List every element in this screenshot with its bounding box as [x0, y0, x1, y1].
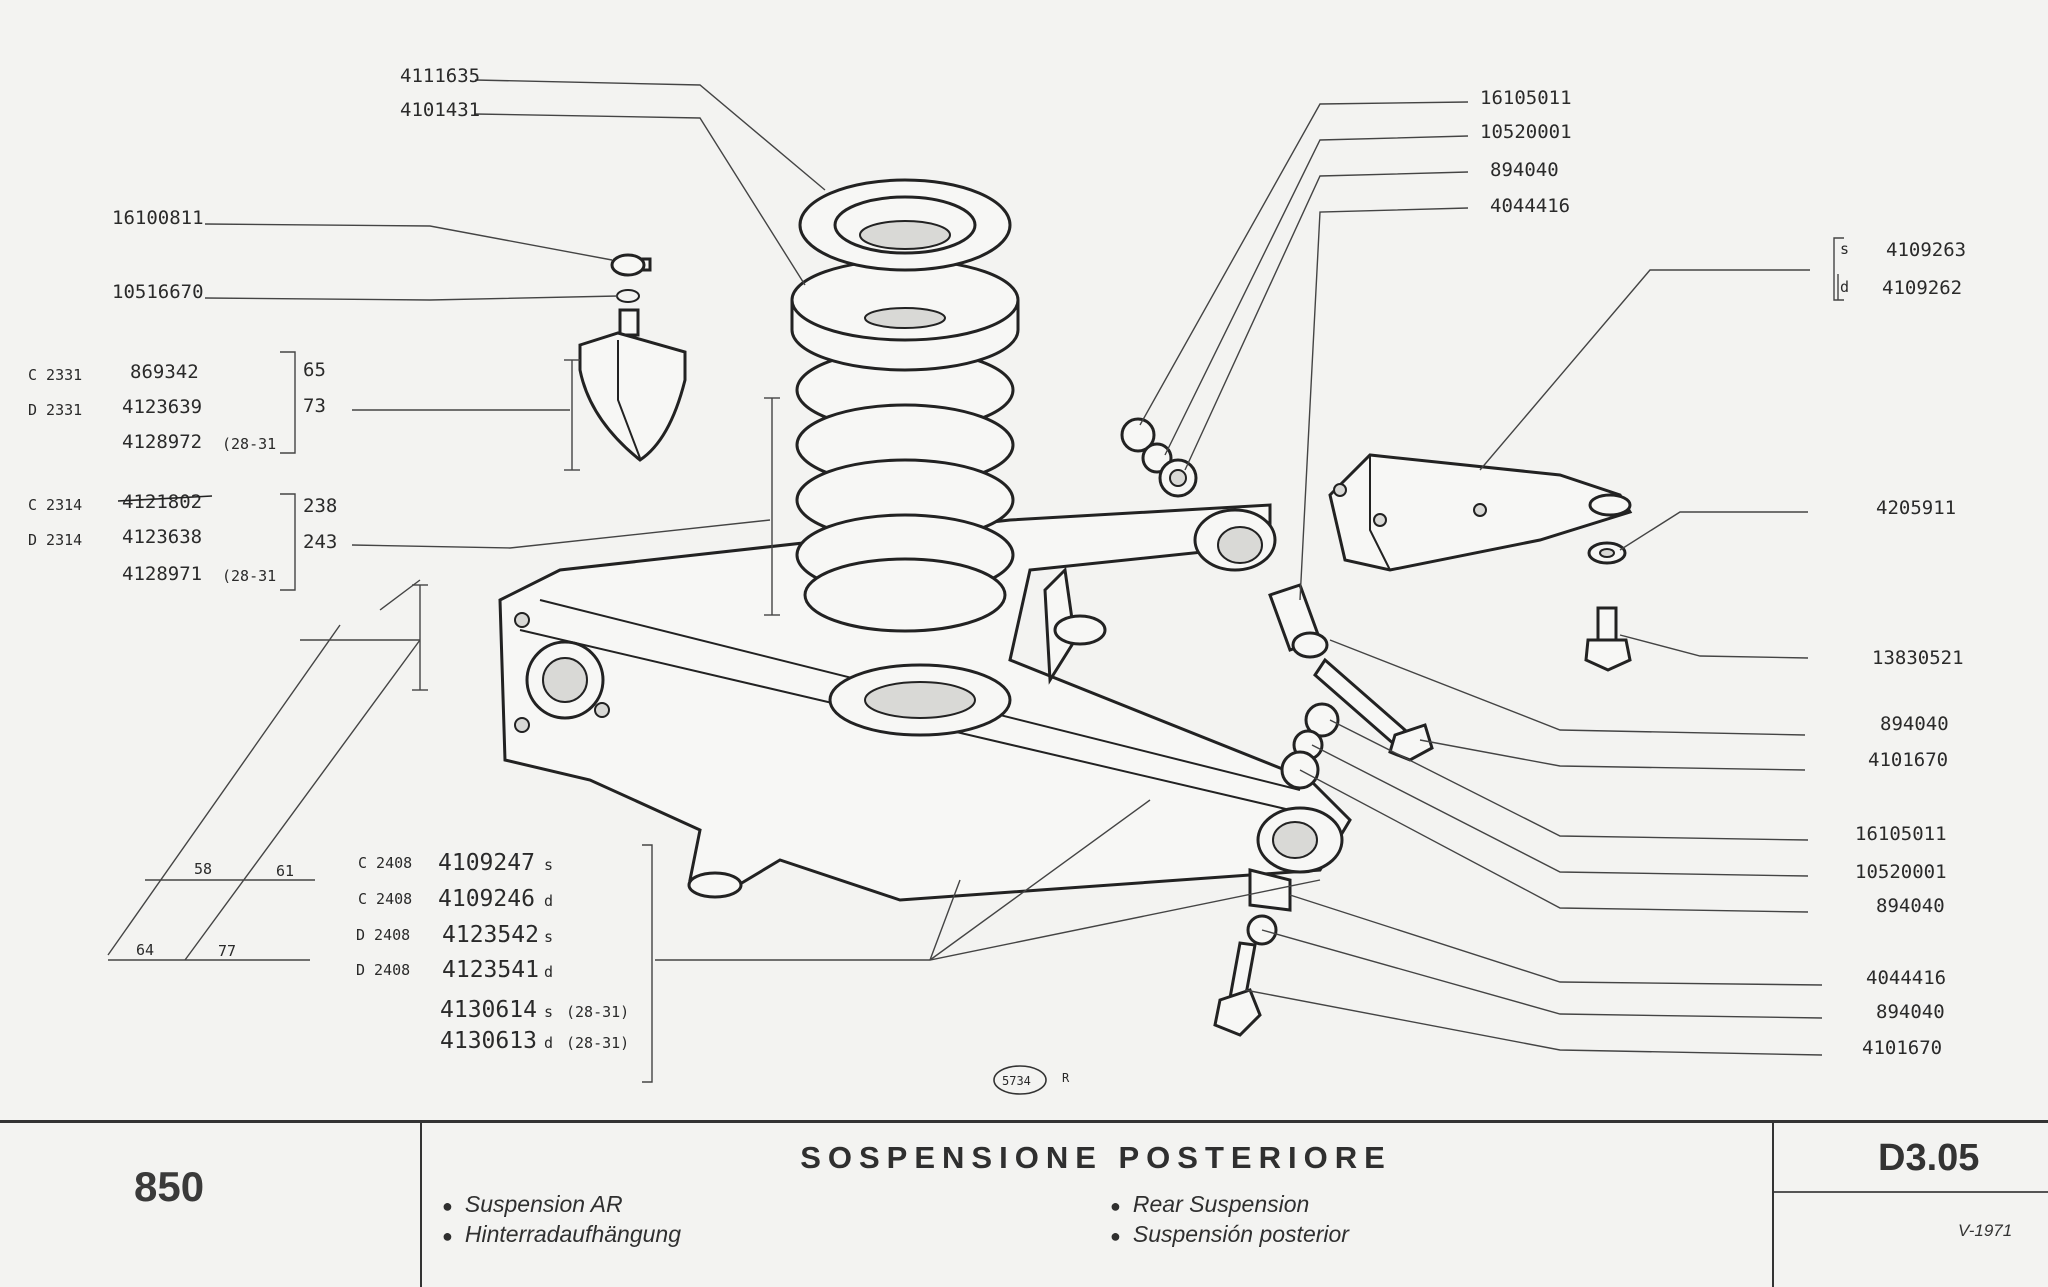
arm-row3-part: 4123542	[442, 922, 539, 948]
figure-suffix: R	[1062, 1071, 1070, 1085]
hardware-upper-right	[1120, 417, 1434, 762]
bracket-d-tag: d	[1840, 278, 1849, 296]
dimension-lines	[107, 359, 780, 961]
bump-dim-2: 73	[303, 395, 326, 417]
arm-row2-model: C 2408	[358, 890, 412, 908]
subtitle-en: ● Rear Suspension	[1110, 1191, 1309, 1218]
bump-row3-part: 4128972	[122, 431, 202, 453]
subtitle-de-text: Hinterradaufhängung	[464, 1221, 681, 1247]
bump-row1-part: 869342	[130, 361, 199, 383]
spring-row2-part: 4123638	[122, 526, 202, 548]
bullet-icon: ●	[442, 1196, 453, 1216]
label-low-bush2: 894040	[1876, 1001, 1945, 1023]
model-number: 850	[134, 1163, 205, 1210]
label-right-bolt-top: 4044416	[1490, 195, 1570, 217]
mounting-bracket	[1328, 453, 1633, 572]
reference-code: D3.05	[1878, 1137, 1980, 1179]
label-mid-bolt: 4101670	[1868, 749, 1948, 771]
label-low-bolt2: 4101670	[1862, 1037, 1942, 1059]
reference-divider	[1774, 1191, 2048, 1193]
subtitle-fr: ● Suspension AR	[442, 1191, 623, 1218]
exploded-diagram: 4111635 4101431 16100811 10516670 C 2331…	[28, 65, 1966, 1095]
spring-dim-1: 238	[303, 495, 337, 517]
label-small-screw: 13830521	[1872, 647, 1964, 669]
bracket-s-tag: s	[1840, 240, 1849, 258]
label-low-nut: 16105011	[1855, 823, 1947, 845]
label-bracket-d: 4109262	[1882, 277, 1962, 299]
label-right-bush-top: 894040	[1490, 159, 1559, 181]
suspension-arm	[498, 503, 1352, 902]
figure-code: 5734	[1002, 1074, 1031, 1088]
bump-row3-note: (28-31	[222, 435, 276, 453]
spring-row1-model: C 2314	[28, 496, 82, 514]
bump-row2-model: D 2331	[28, 401, 82, 419]
bump-row2-part: 4123639	[122, 396, 202, 418]
section-title: SOSPENSIONE POSTERIORE	[800, 1140, 1392, 1175]
title-cell: SOSPENSIONE POSTERIORE ● Suspension AR ● H…	[420, 1123, 1772, 1287]
title-block: 850 SOSPENSIONE POSTERIORE ● Suspension A…	[0, 1120, 2048, 1287]
subtitle-de: ● Hinterradaufhängung	[442, 1221, 681, 1248]
spring-seat	[790, 258, 1020, 372]
label-low-bush: 894040	[1876, 895, 1945, 917]
bump-dim-1: 65	[303, 359, 326, 381]
arm-row5-side: s	[544, 1003, 553, 1021]
label-bump-nut: 16100811	[112, 207, 204, 229]
spring-row3-note: (28-31	[222, 567, 276, 585]
bump-row1-model: C 2331	[28, 366, 82, 384]
spring-row1-part: 4121802	[122, 491, 202, 513]
arm-row5-part: 4130614	[440, 997, 537, 1023]
arm-row4-side: d	[544, 963, 553, 981]
coil-spring	[795, 348, 1015, 633]
arm-row3-model: D 2408	[356, 926, 410, 944]
bump-stop	[578, 253, 687, 462]
label-small-washer: 4205911	[1876, 497, 1956, 519]
arm-table: C 2408 4109247 s C 2408 4109246 d D 2408…	[356, 850, 629, 1054]
figure-code-oval	[993, 1065, 1047, 1095]
arm-row2-side: d	[544, 892, 553, 910]
label-spring-seat-lower: 4101431	[400, 99, 480, 121]
small-hardware	[1584, 541, 1632, 672]
arm-row5-note: (28-31)	[566, 1003, 629, 1021]
arm-row4-part: 4123541	[442, 957, 539, 983]
spring-dim-2: 243	[303, 531, 337, 553]
arm-row1-part: 4109247	[438, 850, 535, 876]
label-bump-washer: 10516670	[112, 281, 204, 303]
arm-row1-model: C 2408	[358, 854, 412, 872]
arm-dim-a: 58	[194, 860, 212, 878]
label-low-bolt: 4044416	[1866, 967, 1946, 989]
arm-row6-note: (28-31)	[566, 1034, 629, 1052]
spring-pad	[798, 178, 1012, 272]
spring-row3-part: 4128971	[122, 563, 202, 585]
arm-dim-d: 77	[218, 942, 236, 960]
arm-dim-b: 61	[276, 862, 294, 880]
table-brackets	[280, 237, 1844, 1083]
label-mid-bush: 894040	[1880, 713, 1949, 735]
arm-row6-part: 4130613	[440, 1028, 537, 1054]
label-low-washer: 10520001	[1855, 861, 1947, 883]
label-bracket-s: 4109263	[1886, 239, 1966, 261]
subtitle-en-text: Rear Suspension	[1132, 1191, 1310, 1217]
spring-row1-strike	[117, 495, 213, 502]
subtitle-es: ● Suspensión posterior	[1110, 1221, 1349, 1248]
model-cell: 850	[0, 1123, 422, 1287]
arm-row6-side: d	[544, 1034, 553, 1052]
arm-row3-side: s	[544, 928, 553, 946]
bullet-icon: ●	[1110, 1226, 1121, 1246]
reference-cell: D3.05 V-1971	[1772, 1123, 2048, 1287]
label-spring-seat-upper: 4111635	[400, 65, 480, 87]
spring-row2-model: D 2314	[28, 531, 82, 549]
leader-lines	[204, 79, 1839, 1056]
arm-dim-c: 64	[136, 941, 154, 959]
bullet-icon: ●	[1110, 1196, 1121, 1216]
arm-row1-side: s	[544, 856, 553, 874]
subtitle-fr-text: Suspension AR	[464, 1191, 623, 1217]
arm-row4-model: D 2408	[356, 961, 410, 979]
subtitle-es-text: Suspensión posterior	[1132, 1221, 1349, 1247]
bullet-icon: ●	[442, 1226, 453, 1246]
reference-date: V-1971	[1958, 1221, 2013, 1240]
label-right-nut-top: 16105011	[1480, 87, 1572, 109]
label-right-washer-top: 10520001	[1480, 121, 1572, 143]
arm-row2-part: 4109246	[438, 886, 535, 912]
